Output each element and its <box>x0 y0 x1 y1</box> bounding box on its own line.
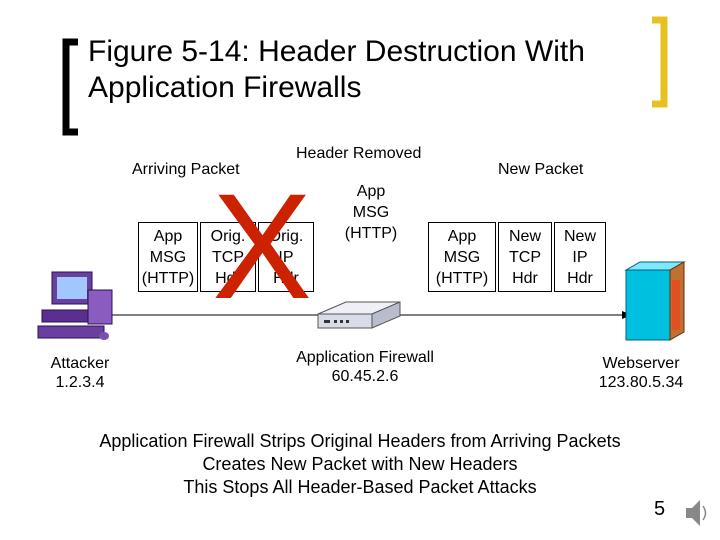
firewall-name: Application Firewall <box>296 349 434 366</box>
attacker-name: Attacker <box>50 355 110 372</box>
arriving-packet-label: Arriving Packet <box>132 161 240 178</box>
webserver-name: Webserver <box>602 355 680 372</box>
webserver-label: Webserver 123.80.5.34 <box>586 354 696 392</box>
title-line-1: Figure 5-14: Header Destruction With <box>88 35 585 68</box>
arriving-ip-header-field: Orig. IP Hdr <box>258 222 314 292</box>
server-icon <box>624 261 686 341</box>
computer-icon <box>37 271 113 340</box>
attacker-label: Attacker 1.2.3.4 <box>30 354 130 392</box>
arriving-app-msg-field: App MSG (HTTP) <box>138 222 198 292</box>
firewall-appliance-icon <box>317 301 401 329</box>
removed-app-msg: App MSG (HTTP) <box>344 182 398 242</box>
speaker-icon <box>686 500 707 526</box>
firewall-address: 60.45.2.6 <box>331 368 399 385</box>
footer-line-3: This Stops All Header-Based Packet Attac… <box>183 477 537 497</box>
new-app-msg-field: App MSG (HTTP) <box>428 222 496 292</box>
title-line-2: Application Firewalls <box>88 71 362 104</box>
new-ip-header-field: New IP Hdr <box>554 222 606 292</box>
footer-line-2: Creates New Packet with New Headers <box>202 454 518 474</box>
title-bracket-left <box>62 38 78 136</box>
footer-text: Application Firewall Strips Original Hea… <box>40 430 680 499</box>
firewall-label: Application Firewall 60.45.2.6 <box>270 348 460 386</box>
arriving-tcp-header-field: Orig. TCP Hdr <box>200 222 256 292</box>
title-bracket-right <box>652 16 668 108</box>
header-removed-label: Header Removed <box>296 145 422 162</box>
strike-mark: X <box>211 162 313 330</box>
page-number: 5 <box>654 498 666 520</box>
new-packet-label: New Packet <box>498 161 584 178</box>
footer-line-1: Application Firewall Strips Original Hea… <box>99 431 621 451</box>
page-title: Figure 5-14: Header Destruction With App… <box>88 34 585 106</box>
new-tcp-header-field: New TCP Hdr <box>498 222 552 292</box>
webserver-address: 123.80.5.34 <box>598 374 684 391</box>
attacker-address: 1.2.3.4 <box>55 374 105 391</box>
